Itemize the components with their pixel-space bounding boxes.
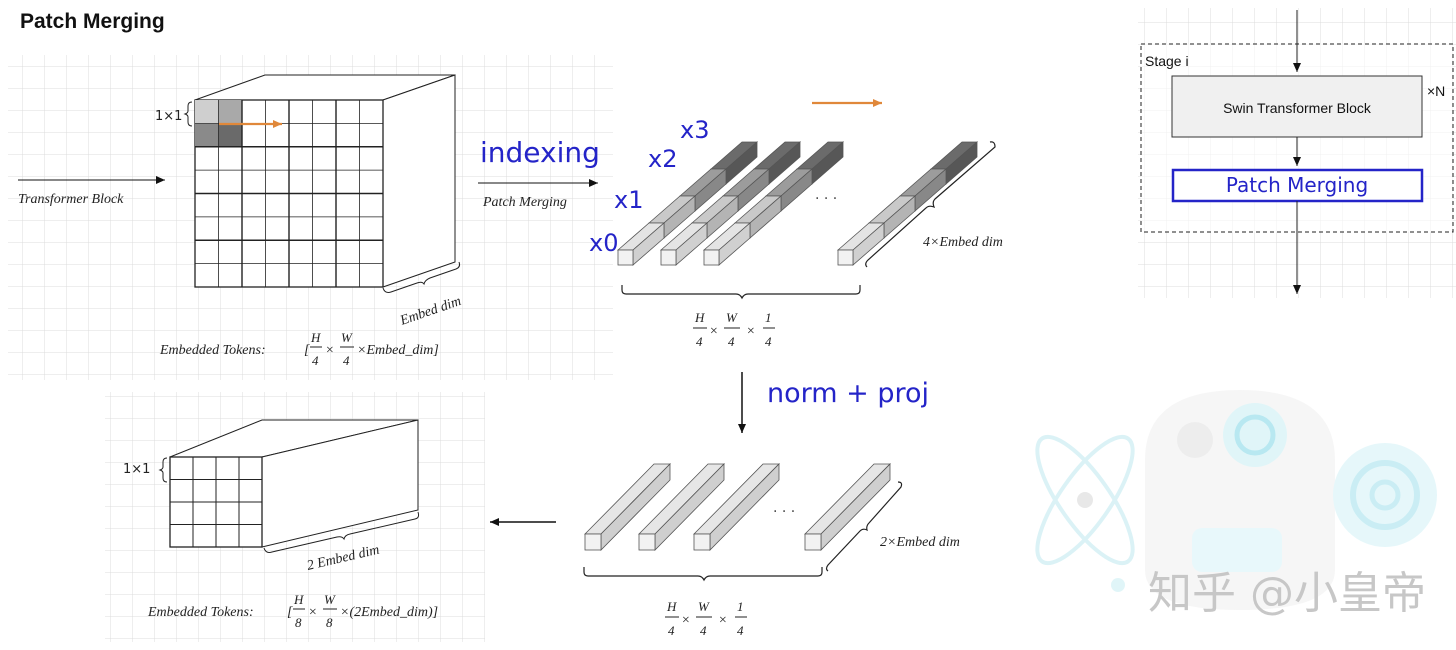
- output-tokens-w: W: [324, 592, 336, 607]
- repeat-label: ×N: [1427, 83, 1445, 99]
- top-frac-w: W: [726, 310, 738, 325]
- embed-dim-brace: [382, 261, 461, 293]
- svg-text:×: ×: [746, 324, 755, 339]
- indexed-bars: [616, 141, 979, 266]
- output-tokens-formula: Embedded Tokens: [ H 8 × W 8 ×(2Embed_di…: [147, 592, 438, 630]
- bottom-frac-den1: 4: [668, 623, 675, 638]
- watermark-text: 知乎 @小皇帝: [1148, 568, 1426, 619]
- projected-bar-2: [693, 463, 780, 551]
- bottom-frac-w: W: [698, 599, 710, 614]
- bottom-frac-den3: 4: [737, 623, 744, 638]
- slice-label-x0: x0: [589, 229, 618, 257]
- slice-label-x2: x2: [648, 145, 677, 173]
- output-tokens-prefix: Embedded Tokens:: [147, 605, 254, 620]
- output-patch-brace: [158, 457, 168, 483]
- swin-block-label: Swin Transformer Block: [1223, 100, 1372, 116]
- output-tokens-h: H: [293, 592, 304, 607]
- patch-merging-arrow-label: Patch Merging: [482, 195, 567, 210]
- svg-text:×: ×: [718, 613, 727, 628]
- patch-merging-box-label: Patch Merging: [1226, 173, 1368, 197]
- svg-text:×: ×: [709, 324, 718, 339]
- stage-label: Stage i: [1145, 53, 1189, 69]
- output-tensor: [169, 419, 419, 548]
- output-embed-brace: [263, 511, 420, 553]
- top-frac-one: 1: [765, 310, 772, 325]
- input-patch-label: 1×1: [155, 109, 182, 124]
- bottom-frac-den2: 4: [700, 623, 707, 638]
- output-tokens-tail: ×(2Embed_dim)]: [340, 605, 438, 620]
- projected-bar-0: [584, 463, 671, 551]
- svg-text:[: [: [287, 605, 293, 620]
- indexed-bar-0-segment-0: [616, 222, 666, 266]
- svg-text:×: ×: [681, 613, 690, 628]
- bottom-frac-h: H: [666, 599, 677, 614]
- top-width-brace: [621, 285, 861, 300]
- top-frac-h: H: [694, 310, 705, 325]
- page-title: Patch Merging: [20, 10, 165, 33]
- indexing-label: indexing: [480, 136, 600, 169]
- input-arrow-label: Transformer Block: [18, 192, 124, 207]
- projected-bar-3: [804, 463, 891, 551]
- top-frac-den3: 4: [765, 334, 772, 349]
- bottom-width-brace: [583, 567, 823, 582]
- output-tokens-den2: 8: [326, 615, 333, 630]
- input-tokens-w: W: [341, 330, 353, 345]
- input-tokens-den2: 4: [343, 353, 350, 368]
- top-dimension-formula: H 4 × W 4 × 1 4: [693, 310, 775, 349]
- input-tokens-den1: 4: [312, 353, 319, 368]
- robot-logo-icon: [1035, 390, 1437, 610]
- top-frac-den1: 4: [696, 334, 703, 349]
- indexed-bar-3-segment-0: [836, 222, 886, 266]
- input-tensor: [194, 74, 456, 288]
- input-tokens-formula: Embedded Tokens: [ H 4 × W 4 ×Embed_dim]: [159, 330, 439, 368]
- bottom-frac-one: 1: [737, 599, 744, 614]
- top-ellipsis: · · ·: [815, 191, 837, 207]
- patch-merging-box: [1171, 168, 1424, 203]
- svg-text:×: ×: [308, 605, 317, 620]
- two-embed-brace: [825, 481, 903, 572]
- top-frac-den2: 4: [728, 334, 735, 349]
- four-embed-dim-label: 4×Embed dim: [923, 235, 1003, 250]
- indexed-bar-1-segment-0: [659, 222, 709, 266]
- projected-bar-1: [638, 463, 725, 551]
- four-embed-brace: [865, 141, 996, 268]
- watermark: 知乎 @小皇帝: [1035, 390, 1437, 619]
- bottom-dimension-formula: H 4 × W 4 × 1 4: [665, 599, 747, 638]
- input-tokens-tail: ×Embed_dim]: [357, 343, 439, 358]
- two-embed-dim-label: 2×Embed dim: [880, 535, 960, 550]
- indexed-bar-2-segment-0: [702, 222, 752, 266]
- svg-text:[: [: [304, 343, 310, 358]
- swin-block-box: [1171, 75, 1423, 138]
- stage-diagram: Stage i Swin Transformer Block ×N Patch …: [1140, 10, 1454, 294]
- slice-label-x1: x1: [614, 186, 643, 214]
- slice-label-x3: x3: [680, 116, 709, 144]
- output-patch-label: 1×1: [123, 462, 150, 477]
- projected-bars: [584, 463, 891, 551]
- input-tokens-prefix: Embedded Tokens:: [159, 343, 266, 358]
- bottom-ellipsis: · · ·: [773, 504, 795, 520]
- norm-proj-label: norm + proj: [767, 378, 929, 409]
- input-patch-brace: [183, 101, 193, 127]
- input-tokens-h: H: [310, 330, 321, 345]
- svg-text:×: ×: [325, 343, 334, 358]
- output-tokens-den1: 8: [295, 615, 302, 630]
